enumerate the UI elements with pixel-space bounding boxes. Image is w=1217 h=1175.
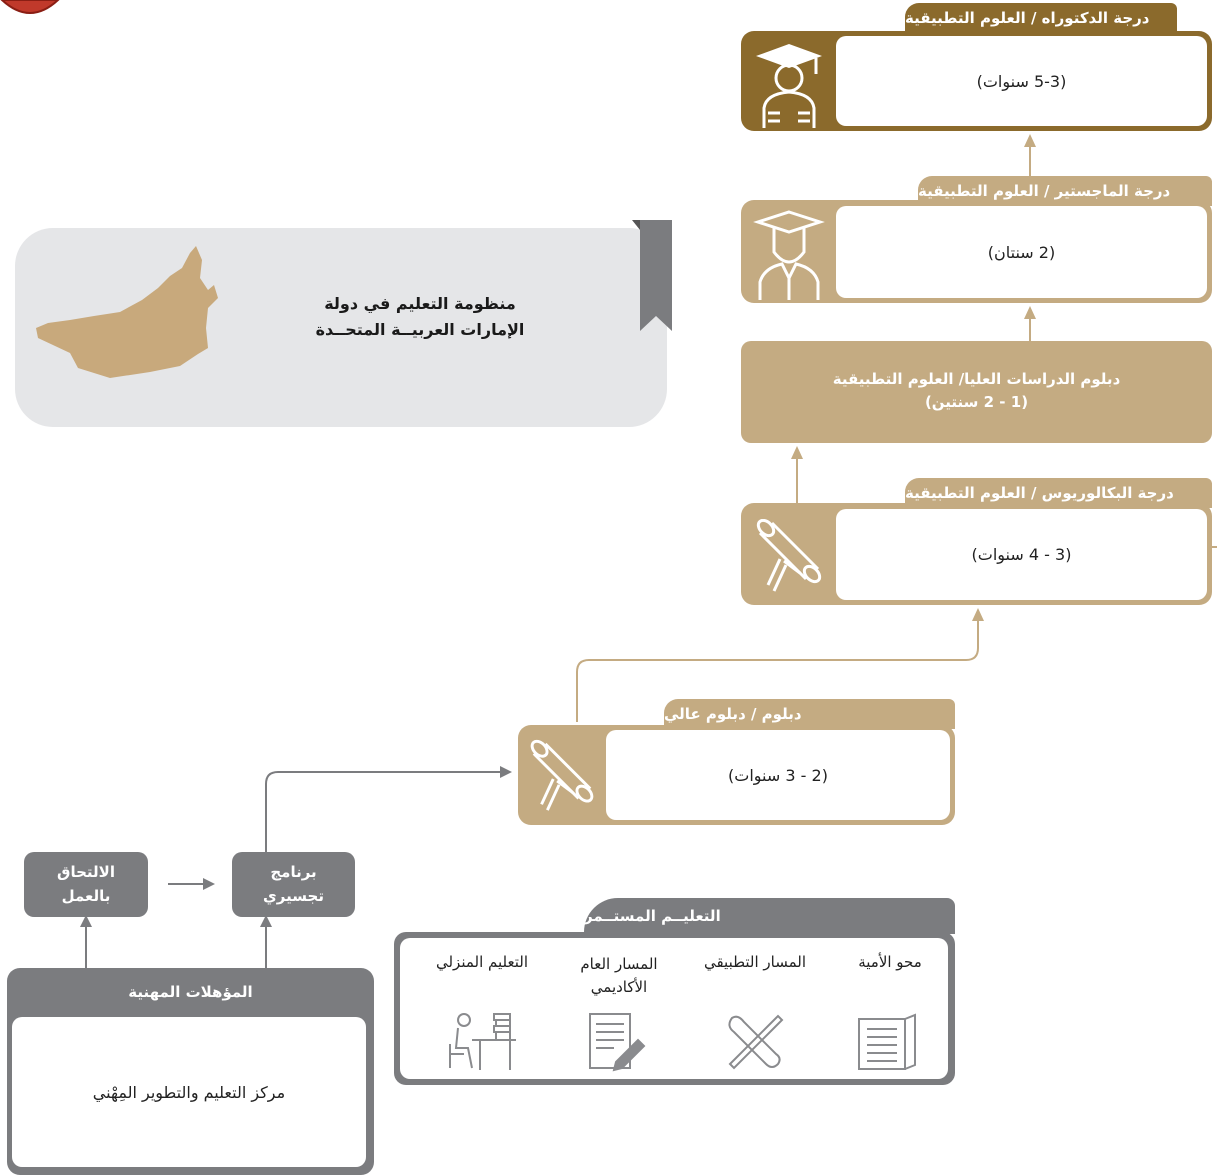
- bachelor-title: درجة البكالوريوس / العلوم التطبيقية: [905, 478, 1212, 508]
- employment-box: الالتحاق بالعمل: [24, 852, 148, 917]
- bridging-line-2: تجسيري: [263, 886, 324, 905]
- bridging-line-1: برنامج: [270, 863, 317, 882]
- employment-line-1: الالتحاق: [57, 863, 115, 882]
- higher-diploma-line-2: (1 - 2 سنتين): [924, 393, 1029, 412]
- tools-icon: [722, 1010, 786, 1072]
- bookmark-ribbon-icon: [632, 220, 672, 331]
- item-academic-track: المسار العام الأكاديمي: [560, 953, 678, 1000]
- doctorate-duration: (5-3 سنوات): [976, 71, 1067, 91]
- diploma-duration: (2 - 3 سنوات): [728, 765, 828, 785]
- continuing-education-title: التعليــم المستــمر: [584, 898, 955, 934]
- item-home-study-label: التعليم المنزلي: [435, 953, 529, 971]
- doctorate-title: درجة الدكتوراه / العلوم التطبيقية: [905, 3, 1177, 33]
- home-study-icon: [446, 1010, 518, 1072]
- book-icon: [855, 1013, 921, 1071]
- masters-title: درجة الماجستير / العلوم التطبيقية: [918, 176, 1212, 206]
- higher-diploma-line-1: دبلوم الدراسات العليا/ العلوم التطبيقية: [832, 370, 1121, 388]
- item-home-study: التعليم المنزلي: [412, 953, 552, 971]
- graduate-icon: [752, 208, 826, 300]
- employment-line-2: بالعمل: [61, 886, 111, 905]
- item-academic-track-label: المسار العام الأكاديمي: [580, 955, 658, 997]
- diploma-title: دبلوم / دبلوم عالي: [664, 699, 955, 729]
- emblem-icon: [0, 0, 60, 20]
- document-pen-icon: [586, 1010, 646, 1072]
- item-applied-track: المسار التطبيقي: [686, 953, 824, 971]
- item-literacy: محو الأمية: [835, 953, 945, 971]
- title-line-2: الإمارات العربيــة المتحــدة: [315, 320, 525, 340]
- bachelor-duration-box: (3 - 4 سنوات): [836, 509, 1207, 600]
- higher-diploma-box: [741, 341, 1212, 443]
- bachelor-duration: (3 - 4 سنوات): [971, 545, 1072, 564]
- continuing-items-box: [400, 938, 948, 1079]
- uae-map: [30, 238, 230, 383]
- bridging-program-box: برنامج تجسيري: [232, 852, 355, 917]
- page-title: منظومة التعليم في دولة الإمارات العربيــ…: [280, 291, 560, 344]
- item-applied-track-label: المسار التطبيقي: [703, 953, 807, 971]
- graduate-gown-icon: [752, 40, 826, 128]
- diploma-duration-box: (2 - 3 سنوات): [606, 730, 950, 820]
- masters-duration: (2 سنتان): [987, 242, 1056, 262]
- vocational-title: المؤهلات المهنية: [128, 983, 253, 1001]
- vocational-body: مركز التعليم والتطوير المِهْني: [92, 1082, 286, 1102]
- doctorate-duration-box: (5-3 سنوات): [836, 36, 1207, 126]
- item-literacy-label: محو الأمية: [858, 953, 922, 971]
- vocational-body-box: مركز التعليم والتطوير المِهْني: [12, 1017, 366, 1167]
- masters-duration-box: (2 سنتان): [836, 206, 1207, 298]
- title-line-1: منظومة التعليم في دولة: [324, 294, 516, 313]
- higher-diploma-label: دبلوم الدراسات العليا/ العلوم التطبيقية …: [741, 368, 1212, 415]
- diploma-scroll-icon: [750, 519, 828, 597]
- diploma-scroll-icon: [524, 738, 600, 818]
